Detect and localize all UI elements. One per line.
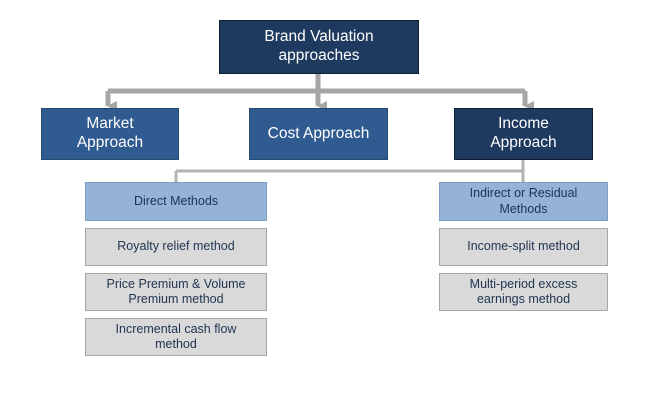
income-approach-box: Income Approach <box>454 108 593 160</box>
royalty-relief-method-box: Royalty relief method <box>85 228 267 266</box>
price-premium-method-box: Price Premium & Volume Premium method <box>85 273 267 311</box>
income-split-method-box: Income-split method <box>439 228 608 266</box>
multi-period-excess-earnings-method-box: Multi-period excess earnings method <box>439 273 608 311</box>
cost-approach-box: Cost Approach <box>249 108 388 160</box>
incremental-cash-flow-method-box: Incremental cash flow method <box>85 318 267 356</box>
indirect-methods-box: Indirect or Residual Methods <box>439 182 608 221</box>
direct-methods-box: Direct Methods <box>85 182 267 221</box>
market-approach-box: Market Approach <box>41 108 179 160</box>
root-box: Brand Valuation approaches <box>219 20 419 74</box>
